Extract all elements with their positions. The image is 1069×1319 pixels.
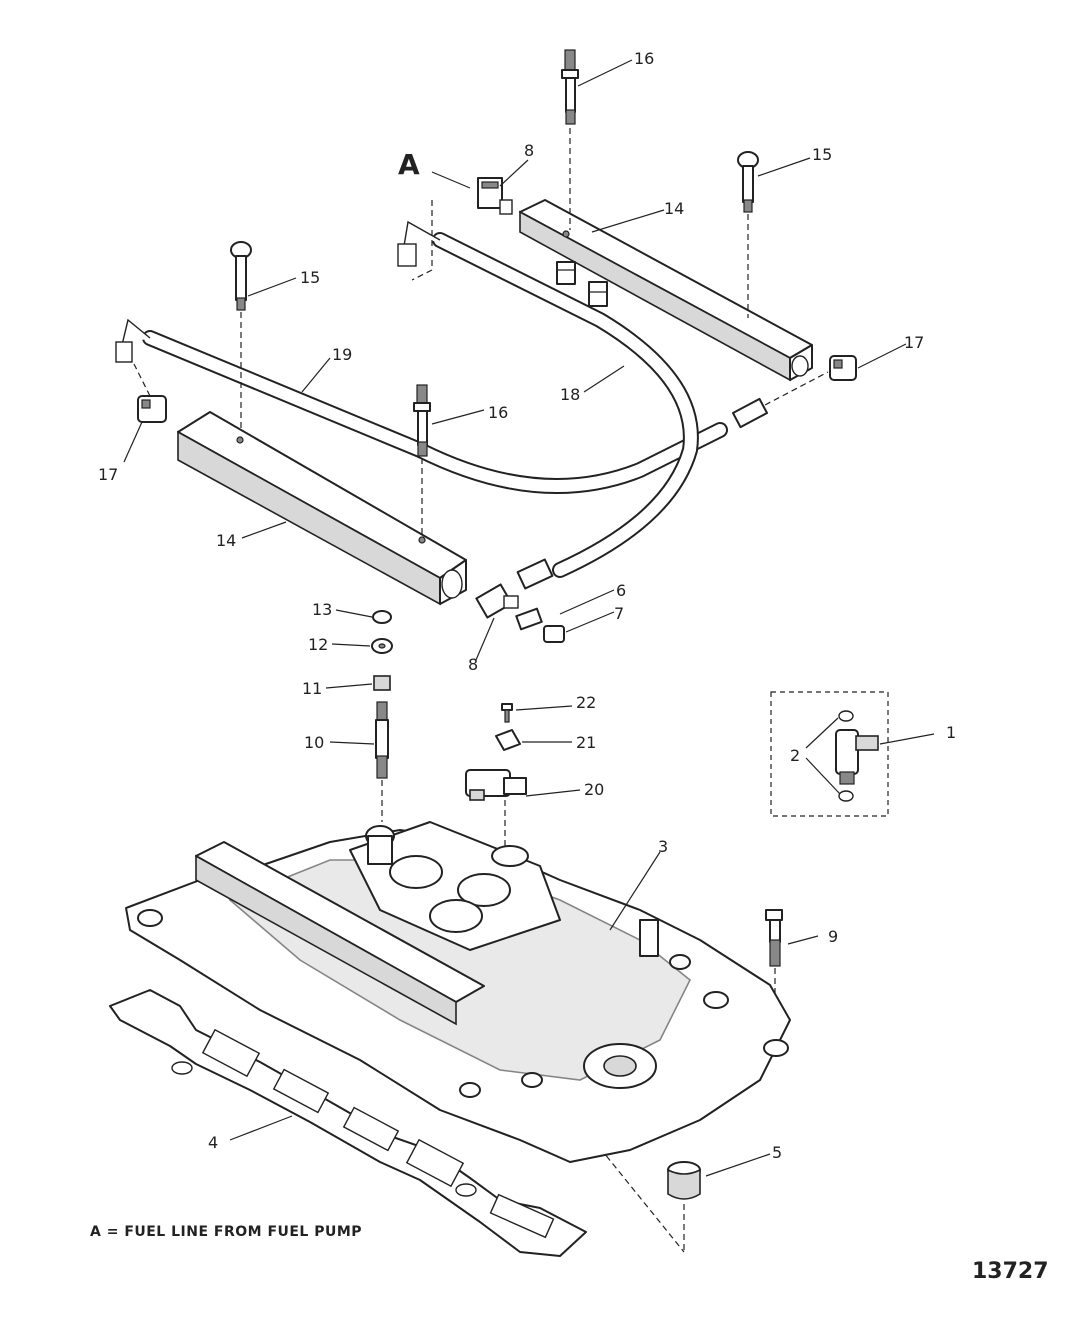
callout-14-left: 14 — [216, 531, 236, 550]
sensor-20 — [465, 769, 527, 870]
legend-caption: A = FUEL LINE FROM FUEL PUMP — [90, 1224, 362, 1240]
callout-14-right: 14 — [664, 199, 684, 218]
fuel-rail-right — [519, 199, 813, 382]
fitting-8-lower — [475, 583, 519, 619]
callout-9: 9 — [828, 927, 838, 946]
stud-10 — [375, 701, 389, 822]
leader-lines — [123, 59, 935, 1177]
bolt-15-left — [230, 241, 252, 430]
callout-22: 22 — [576, 693, 596, 712]
callout-5: 5 — [772, 1143, 782, 1162]
callout-17-left: 17 — [98, 465, 118, 484]
bracket-21 — [495, 729, 521, 751]
callout-15-right: 15 — [812, 145, 832, 164]
callout-18: 18 — [560, 385, 580, 404]
callout-17-right: 17 — [904, 333, 924, 352]
bolt-15-right — [737, 151, 759, 318]
callout-13: 13 — [312, 600, 332, 619]
callout-15-left: 15 — [300, 268, 320, 287]
callout-A: A — [398, 148, 420, 181]
injector-assembly-box — [770, 691, 889, 817]
callout-1: 1 — [946, 723, 956, 742]
callout-11: 11 — [302, 679, 322, 698]
clip-17-right — [829, 355, 857, 381]
stud-16-middle — [413, 384, 431, 535]
callout-4: 4 — [208, 1133, 218, 1152]
callout-8-lower: 8 — [468, 655, 478, 674]
figure-number: 13727 — [972, 1259, 1049, 1284]
screw-22 — [501, 703, 513, 723]
washer-12 — [371, 638, 393, 654]
manifold-gasket — [109, 989, 587, 1257]
spacer-11 — [373, 675, 391, 691]
stud-16-top — [561, 49, 579, 230]
nut-13 — [372, 610, 392, 624]
callout-21: 21 — [576, 733, 596, 752]
plug-5 — [599, 1147, 701, 1253]
callout-labels: A 16 8 15 14 15 19 17 18 16 17 14 6 7 8 … — [98, 49, 956, 1162]
fuel-line-18 — [397, 220, 829, 590]
fuel-rail-left — [177, 411, 467, 606]
callout-2: 2 — [790, 746, 800, 765]
callout-3: 3 — [658, 837, 668, 856]
intake-manifold — [125, 821, 791, 1163]
callout-7: 7 — [614, 604, 624, 623]
fitting-6 — [515, 607, 543, 631]
callout-20: 20 — [584, 780, 604, 799]
callout-16-top: 16 — [634, 49, 654, 68]
cap-7 — [543, 625, 565, 643]
clip-17-left — [133, 363, 167, 423]
callout-10: 10 — [304, 733, 324, 752]
callout-6: 6 — [616, 581, 626, 600]
callout-19: 19 — [332, 345, 352, 364]
callout-8-upper: 8 — [524, 141, 534, 160]
fitting-8-upper — [411, 171, 513, 281]
callout-16-middle: 16 — [488, 403, 508, 422]
callout-12: 12 — [308, 635, 328, 654]
